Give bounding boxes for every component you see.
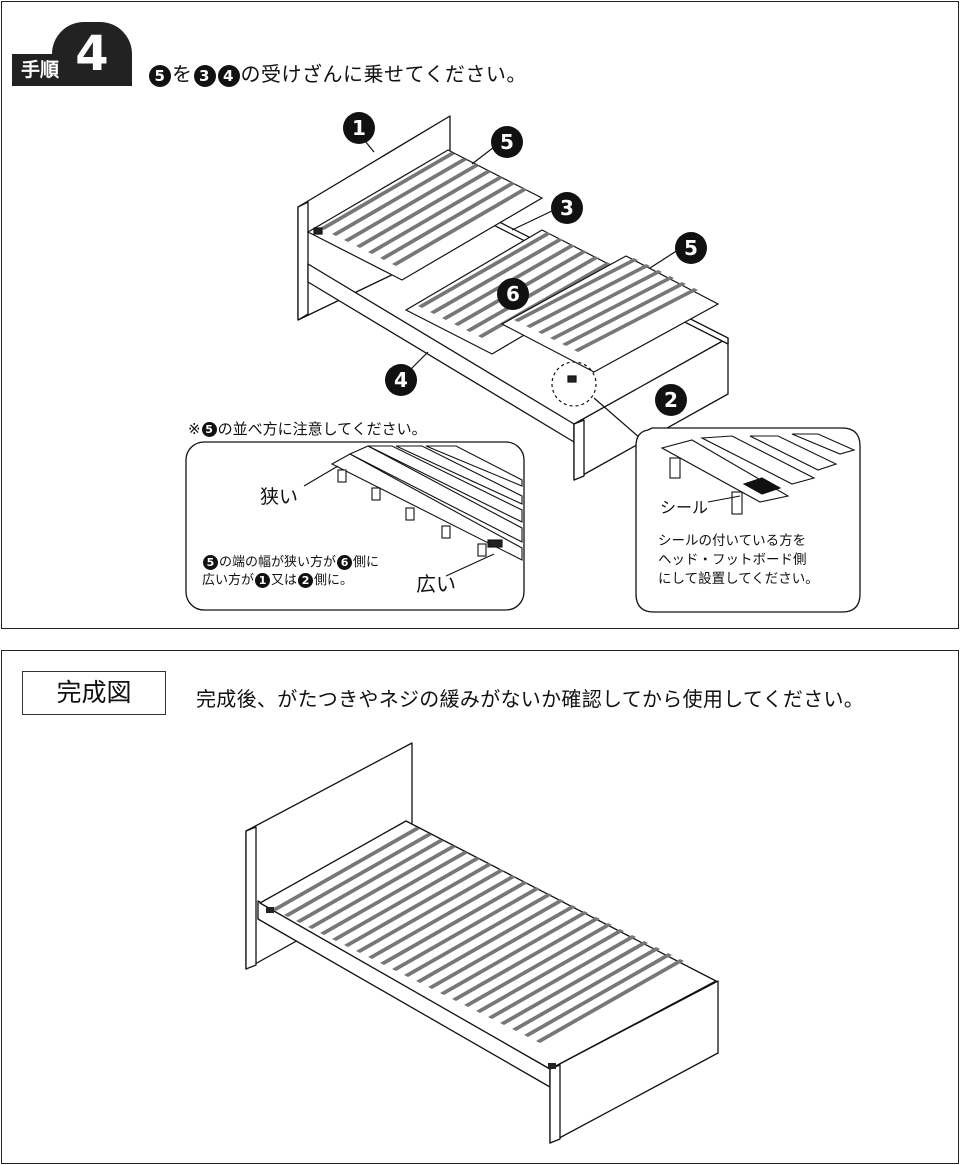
callout-headboard: 1 — [343, 112, 375, 144]
narrow-label: 狭い — [260, 486, 299, 508]
callout-rail-3: 3 — [551, 192, 583, 224]
seal-label: シール — [660, 498, 709, 517]
part-number-3: 3 — [193, 64, 216, 87]
part-number-5: 5 — [149, 64, 171, 87]
callout-slat-5-head: 5 — [491, 126, 523, 158]
callout-slat-5-foot: 5 — [675, 232, 707, 264]
detail-insets — [185, 427, 861, 613]
slat-group-head — [306, 149, 544, 281]
slat-group-foot — [500, 255, 720, 383]
part-number-4: 4 — [217, 64, 240, 87]
completion-badge: 完成図 — [22, 671, 166, 715]
completion-instruction: 完成後、がたつきやネジの緩みがないか確認してから使用してください。 — [196, 687, 865, 711]
completed-slats — [266, 827, 684, 1069]
seal-note: シールの付いている方を ヘッド・フットボード側 にして設置してください。 — [658, 533, 819, 587]
step-badge: 4 手順 — [12, 22, 132, 86]
completed-bed-diagram — [245, 742, 719, 1144]
wide-label: 広い — [416, 572, 456, 596]
completion-panel: 完成図 完成後、がたつきやネジの緩みがないか確認してから使用してください。 — [1, 650, 959, 1164]
callout-footboard: 2 — [655, 384, 687, 416]
callout-slat-6: 6 — [497, 278, 529, 310]
callout-rail-4: 4 — [385, 364, 417, 396]
step-label: 手順 — [12, 54, 68, 86]
